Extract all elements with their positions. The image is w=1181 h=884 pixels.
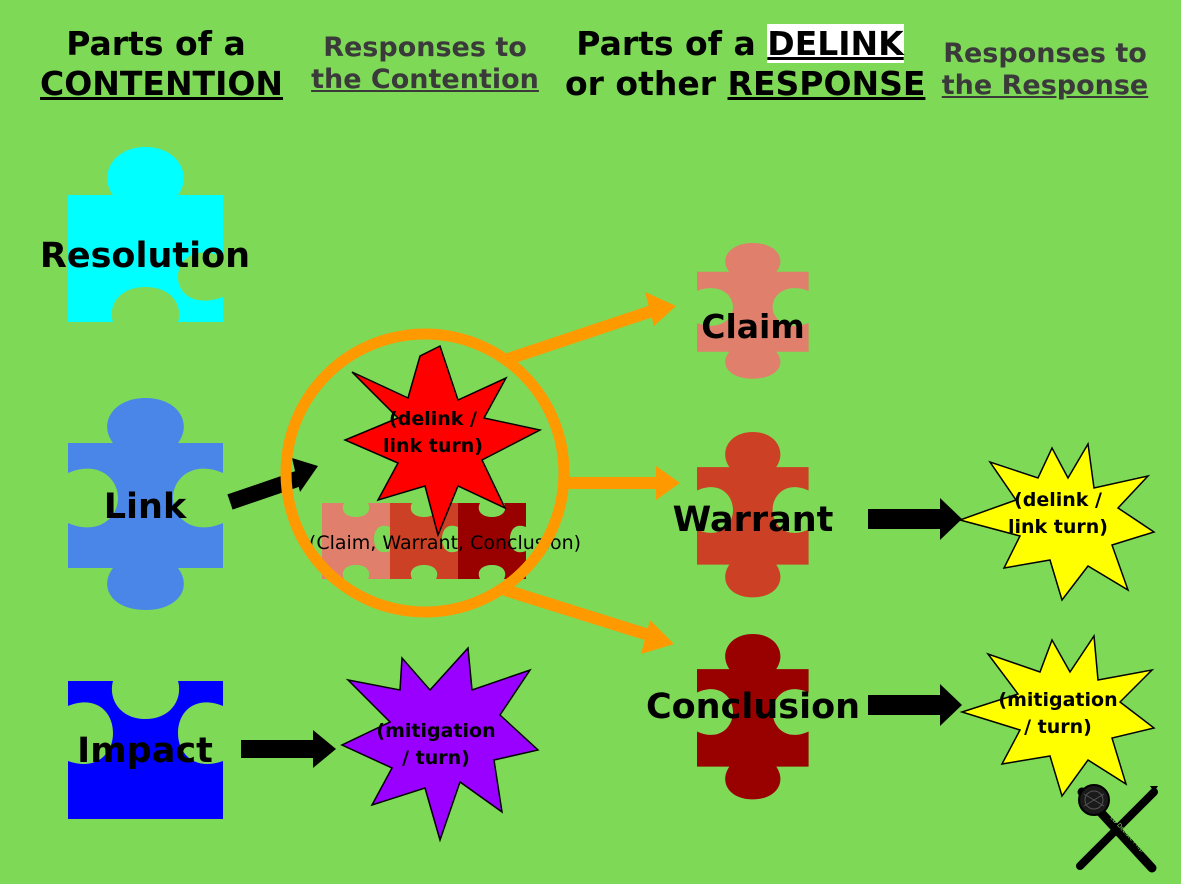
magnifier-to-claim-arrow [503,292,676,366]
header-responses-to-contention: Responses to the Contention [310,32,540,97]
mitigation-burst [340,646,540,843]
magnifier-caption: (Claim, Warrant, Conclusion) [309,532,581,554]
header-contention-line2: CONTENTION [40,63,284,103]
header-responses-to-response: Responses to the Response [935,38,1155,103]
header-parts-of-delink: Parts of a DELINK or other RESPONSE [565,24,925,104]
header-delink-line2: or other RESPONSE [565,63,925,104]
header-delink-line1: Parts of a DELINK [565,24,915,64]
response-delink-line1: (delink / [1014,489,1102,511]
header-responses-response-line1: Responses to [943,38,1147,69]
warrant-to-response-arrow [868,498,962,540]
header-response-word: RESPONSE [727,63,926,103]
warrant-label: Warrant [673,500,834,540]
claim-label: Claim [701,307,805,346]
mitigation-burst-line2: / turn) [402,747,470,769]
header-response-prefix: or other [565,63,728,103]
response-mitigation-line1: (mitigation [998,689,1117,711]
magnifier-ring [280,328,570,618]
conclusion-to-response-arrow [868,684,962,726]
response-delink-line2: link turn) [1008,516,1108,538]
impact-label: Impact [77,731,213,771]
link-to-magnifier-arrow [227,458,318,510]
mitigation-burst-line1: (mitigation [376,720,495,742]
header-responses-response-line2: the Response [941,70,1149,102]
response-mitigation-burst [959,633,1156,798]
response-mitigation-line2: / turn) [1024,716,1092,738]
magnifier-to-warrant-arrow [560,466,680,500]
resolution-piece [68,147,223,322]
delink-burst [343,344,543,538]
conclusion-label: Conclusion [646,687,860,727]
link-label: Link [104,487,187,527]
impact-to-mitigation-arrow [241,730,336,768]
header-responses-contention-line2: the Contention [311,64,539,96]
delink-burst-highlight: delink [398,408,464,430]
header-parts-of-contention: Parts of a CONTENTION [40,24,284,103]
resolution-label: Resolution [40,236,250,276]
header-contention-line1: Parts of a [66,24,246,63]
ld-debate-prep-logo: LD Debate Prep [1076,784,1158,873]
header-responses-contention-line1: Responses to [323,32,527,63]
delink-burst-line2: link turn) [383,435,483,457]
delink-burst-line1: (delink / [389,408,477,430]
header-delink-word: DELINK [767,24,904,63]
header-delink-prefix: Parts of a [576,24,768,63]
response-delink-burst [957,441,1156,602]
magnifier-to-conclusion-arrow [503,584,674,654]
